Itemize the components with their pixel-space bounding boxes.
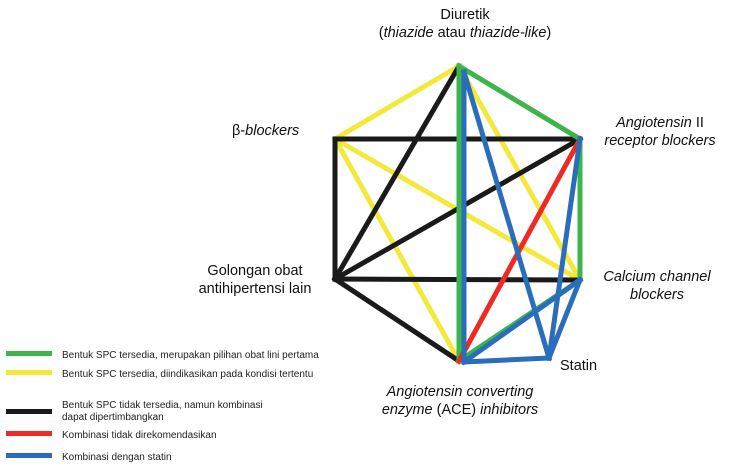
ace-label: Angiotensin converting [386,384,534,400]
legend-swatch [6,431,52,436]
edge-blue-a-s [546,136,583,361]
legend-text: Bentuk SPC tersedia, diindikasikan pada … [62,369,314,380]
arb-label: Angiotensin II [616,115,704,131]
node-other-antihypertensive: Golongan obat antihipertensi lain [180,262,330,298]
edge-yellow-b-e [331,135,463,365]
other-sublabel: antihipertensi lain [198,281,312,297]
legend-text: Bentuk SPC tersedia, merupakan pilihan o… [62,350,319,361]
node-diuretik: Diuretik (thiazide atau thiazide-like) [370,6,560,42]
legend-swatch [6,370,52,375]
diuretik-sublabel: (thiazide atau thiazide-like) [378,25,552,41]
edge-blue-e2-s [461,355,552,365]
ace-sublabel: enzyme (ACE) inhibitors [381,402,539,418]
legend-text: Kombinasi tidak direkomendasikan [62,430,217,441]
other-label: Golongan obat [207,263,303,279]
ccb-label: Calcium channel [603,269,711,285]
diuretik-label: Diuretik [440,7,490,23]
legend-text: Kombinasi dengan statin [62,452,172,463]
node-statin: Statin [560,358,598,374]
legend-text: Bentuk SPC tidak tersedia, namun kombina… [62,400,263,423]
arb-sublabel: receptor blockers [604,133,716,149]
node-ace-inhibitors: Angiotensin converting enzyme (ACE) inhi… [360,383,560,419]
edge-blue-c-e2 [460,276,584,366]
edge-black-o-e [331,275,463,365]
legend-swatch [6,351,52,356]
legend-swatch [6,409,52,414]
edge-green-d-a [455,62,584,143]
node-ccb: Calcium channel blockers [592,268,722,304]
edge-yellow-d-b [331,62,463,143]
node-beta-blockers: β-blockers [232,123,300,139]
legend-swatch [6,453,52,458]
ccb-sublabel: blockers [630,287,684,303]
edge-blue-c-s [545,276,584,362]
node-arb: Angiotensin II receptor blockers [590,114,730,150]
edge-black-o-d [331,62,463,283]
